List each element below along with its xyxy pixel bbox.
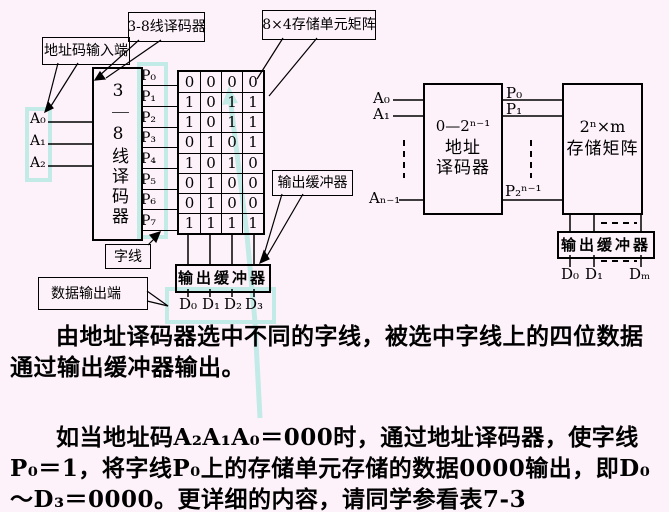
right-data-d0: D₀ xyxy=(561,265,580,283)
matrix-cell: 1 xyxy=(242,112,263,133)
matrix-cell: 0 xyxy=(200,112,221,133)
right-word-line-p1: P₁ xyxy=(506,100,523,118)
matrix-cell: 0 xyxy=(179,132,200,152)
matrix-cell: 1 xyxy=(200,192,221,213)
data-output-d2: D₂ xyxy=(224,295,243,313)
callout-cell-matrix: 8×4存储单元矩阵 xyxy=(262,10,376,40)
right-storage-matrix-box: 2ⁿ×m 存储矩阵 xyxy=(562,83,643,215)
matrix-cell: 1 xyxy=(179,92,200,112)
matrix-cell: 0 xyxy=(200,92,221,113)
matrix-cell: 0 xyxy=(200,152,221,173)
left-diagram-lines xyxy=(48,121,255,297)
matrix-cell: 1 xyxy=(179,212,200,233)
data-output-d0: D₀ xyxy=(179,295,198,313)
callout-tails xyxy=(44,37,318,307)
address-input-a1: A₁ xyxy=(30,133,46,149)
storage-matrix-name: 存储矩阵 xyxy=(566,139,639,159)
matrix-cell: 0 xyxy=(242,72,263,93)
decoder-range-label: 0—2ⁿ⁻¹ xyxy=(435,117,491,135)
data-output-d3: D₃ xyxy=(245,295,264,313)
matrix-cell: 1 xyxy=(221,92,242,113)
matrix-cell: 0 xyxy=(221,132,242,153)
right-data-dm: Dₘ xyxy=(629,265,651,283)
word-line-p6: P₆ xyxy=(141,192,177,210)
callout-decoder: 3-8线译码器 xyxy=(127,12,206,42)
word-line-p0: P₀ xyxy=(141,68,177,86)
right-address-a1: A₁ xyxy=(373,105,390,123)
word-line-p4: P₄ xyxy=(141,151,177,169)
decoder-name-line1: 地址 xyxy=(445,138,481,158)
matrix-cell: 0 xyxy=(179,192,200,213)
callout-data-output: 数据输出端 xyxy=(38,277,148,310)
matrix-cell: 1 xyxy=(200,212,221,233)
matrix-cell: 0 xyxy=(242,192,263,213)
callout-cell-matrix-label: 8×4存储单元矩阵 xyxy=(262,17,376,33)
storage-matrix-size: 2ⁿ×m xyxy=(579,117,626,136)
callout-decoder-label: 3-8线译码器 xyxy=(127,19,206,35)
matrix-cell: 0 xyxy=(221,172,242,193)
callout-address-input: 地址码输入端 xyxy=(42,37,130,65)
matrix-cell: 1 xyxy=(221,152,242,173)
cyan-arrow xyxy=(222,86,263,419)
matrix-cell: 1 xyxy=(221,112,242,133)
right-diagram-lines xyxy=(393,99,642,267)
matrix-cell: 1 xyxy=(242,132,263,153)
callout-data-output-label: 数据输出端 xyxy=(51,285,121,302)
callout-address-input-label: 地址码输入端 xyxy=(44,43,128,59)
right-address-an1: Aₙ₋₁ xyxy=(369,189,401,207)
callout-output-buffer: 输出缓冲器 xyxy=(272,170,353,196)
matrix-cell: 0 xyxy=(242,172,263,193)
matrix-cell: 0 xyxy=(242,152,263,173)
matrix-cell: 0 xyxy=(221,72,242,93)
matrix-cell: 0 xyxy=(184,72,195,91)
matrix-cell: 1 xyxy=(179,112,200,132)
address-input-a0: A₀ xyxy=(30,111,46,127)
output-buffer-box-left: 输出缓冲器 xyxy=(175,264,271,293)
right-address-a0: A₀ xyxy=(373,89,390,107)
word-line-p1: P₁ xyxy=(141,89,177,107)
right-word-line-p0: P₀ xyxy=(506,84,523,102)
decoder-name-line2: 译码器 xyxy=(436,158,490,178)
right-data-d1: D₁ xyxy=(585,265,604,283)
paragraph-2: 如当地址码A₂A₁A₀＝000时，通过地址译码器，使字线P₀＝1，将字线P₀上的… xyxy=(10,424,651,512)
callout-output-buffer-label: 输出缓冲器 xyxy=(277,175,348,191)
matrix-cell: 1 xyxy=(242,212,263,233)
word-line-p7: P₇ xyxy=(141,213,177,231)
matrix-cell: 1 xyxy=(200,132,221,153)
word-line-p3: P₃ xyxy=(141,130,177,148)
left-decoder-box: 3｜8线译码器 xyxy=(92,67,143,241)
right-address-decoder-box: 0—2ⁿ⁻¹ 地址 译码器 xyxy=(423,83,503,215)
word-line-p2: P₂ xyxy=(141,110,177,128)
paragraph-1: 由地址译码器选中不同的字线，被选中字线上的四位数据通过输出缓冲器输出。 xyxy=(10,323,644,381)
data-output-d1: D₁ xyxy=(202,295,221,313)
matrix-cell: 0 xyxy=(179,172,200,193)
output-buffer-box-right: 输出缓冲器 xyxy=(557,231,655,259)
callout-word-line-label: 字线 xyxy=(114,248,142,265)
word-line-p5: P₅ xyxy=(141,172,177,190)
matrix-cell: 1 xyxy=(221,212,242,233)
right-word-line-p2n1: P₂ⁿ⁻¹ xyxy=(505,182,542,200)
matrix-cell: 1 xyxy=(242,92,263,113)
matrix-cell: 0 xyxy=(200,72,221,93)
address-input-a2: A₂ xyxy=(30,155,46,171)
matrix-cell: 1 xyxy=(179,152,200,173)
matrix-cell: 0 xyxy=(221,192,242,213)
matrix-cell: 1 xyxy=(200,172,221,193)
callout-word-line: 字线 xyxy=(105,244,151,269)
